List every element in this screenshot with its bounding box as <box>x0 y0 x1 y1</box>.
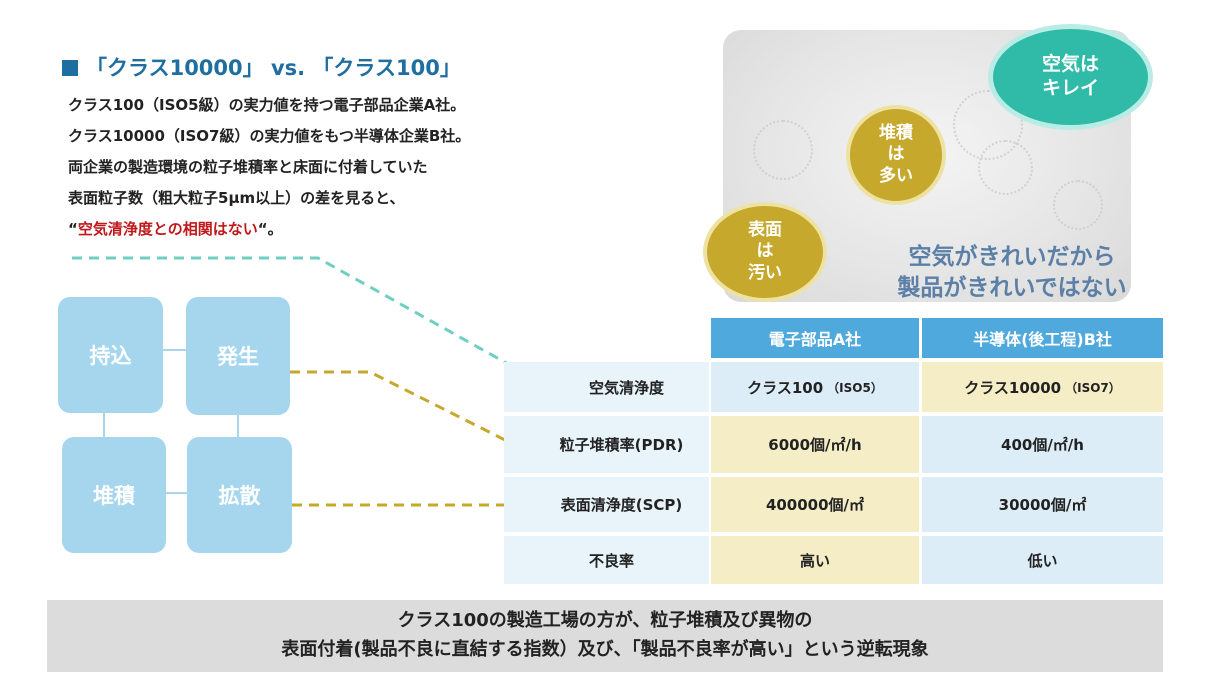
table-cell-b: 400個/㎡/h <box>922 416 1163 473</box>
conclusion-line-2: 表面付着(製品不良に直結する指数）及び、「製品不良率が高い」という逆転現象 <box>281 639 929 660</box>
bubble-text: は <box>887 144 905 165</box>
bubble-text: 堆積 <box>879 123 913 144</box>
cell-value: 30000個/㎡ <box>998 496 1087 514</box>
intro-line-1: クラス100（ISO5級）の実力値を持つ電子部品企業A社。 <box>68 96 466 114</box>
cycle-box-deposit: 堆積 <box>62 437 166 553</box>
table-cell-b: 低い <box>922 536 1163 584</box>
cell-value: 低い <box>1027 551 1058 570</box>
bubble-text: 汚い <box>748 262 782 283</box>
cycle-box-bring-in: 持込 <box>58 297 163 413</box>
cycle-box-spread: 拡散 <box>187 437 292 553</box>
cell-value: 400個/㎡/h <box>1001 436 1084 454</box>
bubble-surface-dirty: 表面は汚い <box>703 202 827 302</box>
bubble-deposit-high: 堆積は多い <box>846 105 946 205</box>
table-cell-a: 6000個/㎡/h <box>711 416 919 473</box>
square-bullet-icon <box>62 60 78 76</box>
bubble-text: 多い <box>879 165 913 186</box>
page-title: 「クラス10000」 vs. 「クラス100」 <box>62 52 461 82</box>
photo-caption-line-1: 空気がきれいだから <box>908 244 1116 270</box>
cycle-links <box>103 349 239 494</box>
intro-line-3: 両企業の製造環境の粒子堆積率と床面に付着していた <box>68 158 428 176</box>
cell-value: 6000個/㎡/h <box>768 436 862 454</box>
photo-caption-line-2: 製品がきれいではない <box>897 275 1127 301</box>
cell-value: 高い <box>799 551 830 570</box>
intro-line-2: クラス10000（ISO7級）の実力値をもつ半導体企業B社。 <box>68 127 471 145</box>
photo-caption: 空気がきれいだから 製品がきれいではない <box>872 242 1152 304</box>
intro-text: クラス100（ISO5級）の実力値を持つ電子部品企業A社。 クラス10000（I… <box>68 90 470 245</box>
bubble-text: 表面 <box>748 220 782 241</box>
quote-open: “ <box>68 220 78 238</box>
table-row-label: 表面清浄度(SCP) <box>504 477 709 532</box>
generate-to-pdr-line <box>290 370 514 446</box>
intro-to-air-row-line <box>72 256 545 386</box>
cycle-box-generate: 発生 <box>186 297 290 415</box>
cell-sub-value: （ISO5） <box>827 380 883 395</box>
particle-flake <box>1053 180 1103 230</box>
bubble-text: キレイ <box>1041 77 1099 99</box>
conclusion-banner: クラス100の製造工場の方が、粒子堆積及び異物の 表面付着(製品不良に直結する指… <box>47 600 1163 672</box>
table-cell-a: 400000個/㎡ <box>711 477 919 532</box>
table-header-company-b: 半導体(後工程)B社 <box>922 318 1163 358</box>
particle-flake <box>978 140 1033 195</box>
intro-line-4: 表面粒子数（粗大粒子5μm以上）の差を見ると、 <box>68 189 405 207</box>
cell-value: クラス10000 <box>964 378 1062 397</box>
cell-value: クラス100 <box>747 378 824 397</box>
table-row-label: 不良率 <box>504 536 709 584</box>
cell-value: 400000個/㎡ <box>765 496 865 514</box>
quote-close: “。 <box>257 220 283 238</box>
bubble-text: 空気は <box>1041 53 1099 76</box>
conclusion-line-1: クラス100の製造工場の方が、粒子堆積及び異物の <box>397 610 813 631</box>
table-cell-a: クラス100（ISO5） <box>711 362 919 412</box>
table-cell-a: 高い <box>711 536 919 584</box>
bubble-air-clean: 空気はキレイ <box>988 24 1153 130</box>
table-row-label: 空気清浄度 <box>504 362 709 412</box>
intro-line-5: “空気清浄度との相関はない“。 <box>68 214 470 245</box>
table-cell-b: クラス10000（ISO7） <box>922 362 1163 412</box>
cell-sub-value: （ISO7） <box>1065 380 1121 395</box>
page-title-text: 「クラス10000」 vs. 「クラス100」 <box>86 56 461 80</box>
table-cell-b: 30000個/㎡ <box>922 477 1163 532</box>
table-header-company-a: 電子部品A社 <box>711 318 919 358</box>
particle-flake <box>753 120 813 180</box>
bubble-text: は <box>756 241 774 262</box>
table-row-label: 粒子堆積率(PDR) <box>504 416 709 473</box>
emphasis-text: 空気清浄度との相関はない <box>77 220 258 238</box>
